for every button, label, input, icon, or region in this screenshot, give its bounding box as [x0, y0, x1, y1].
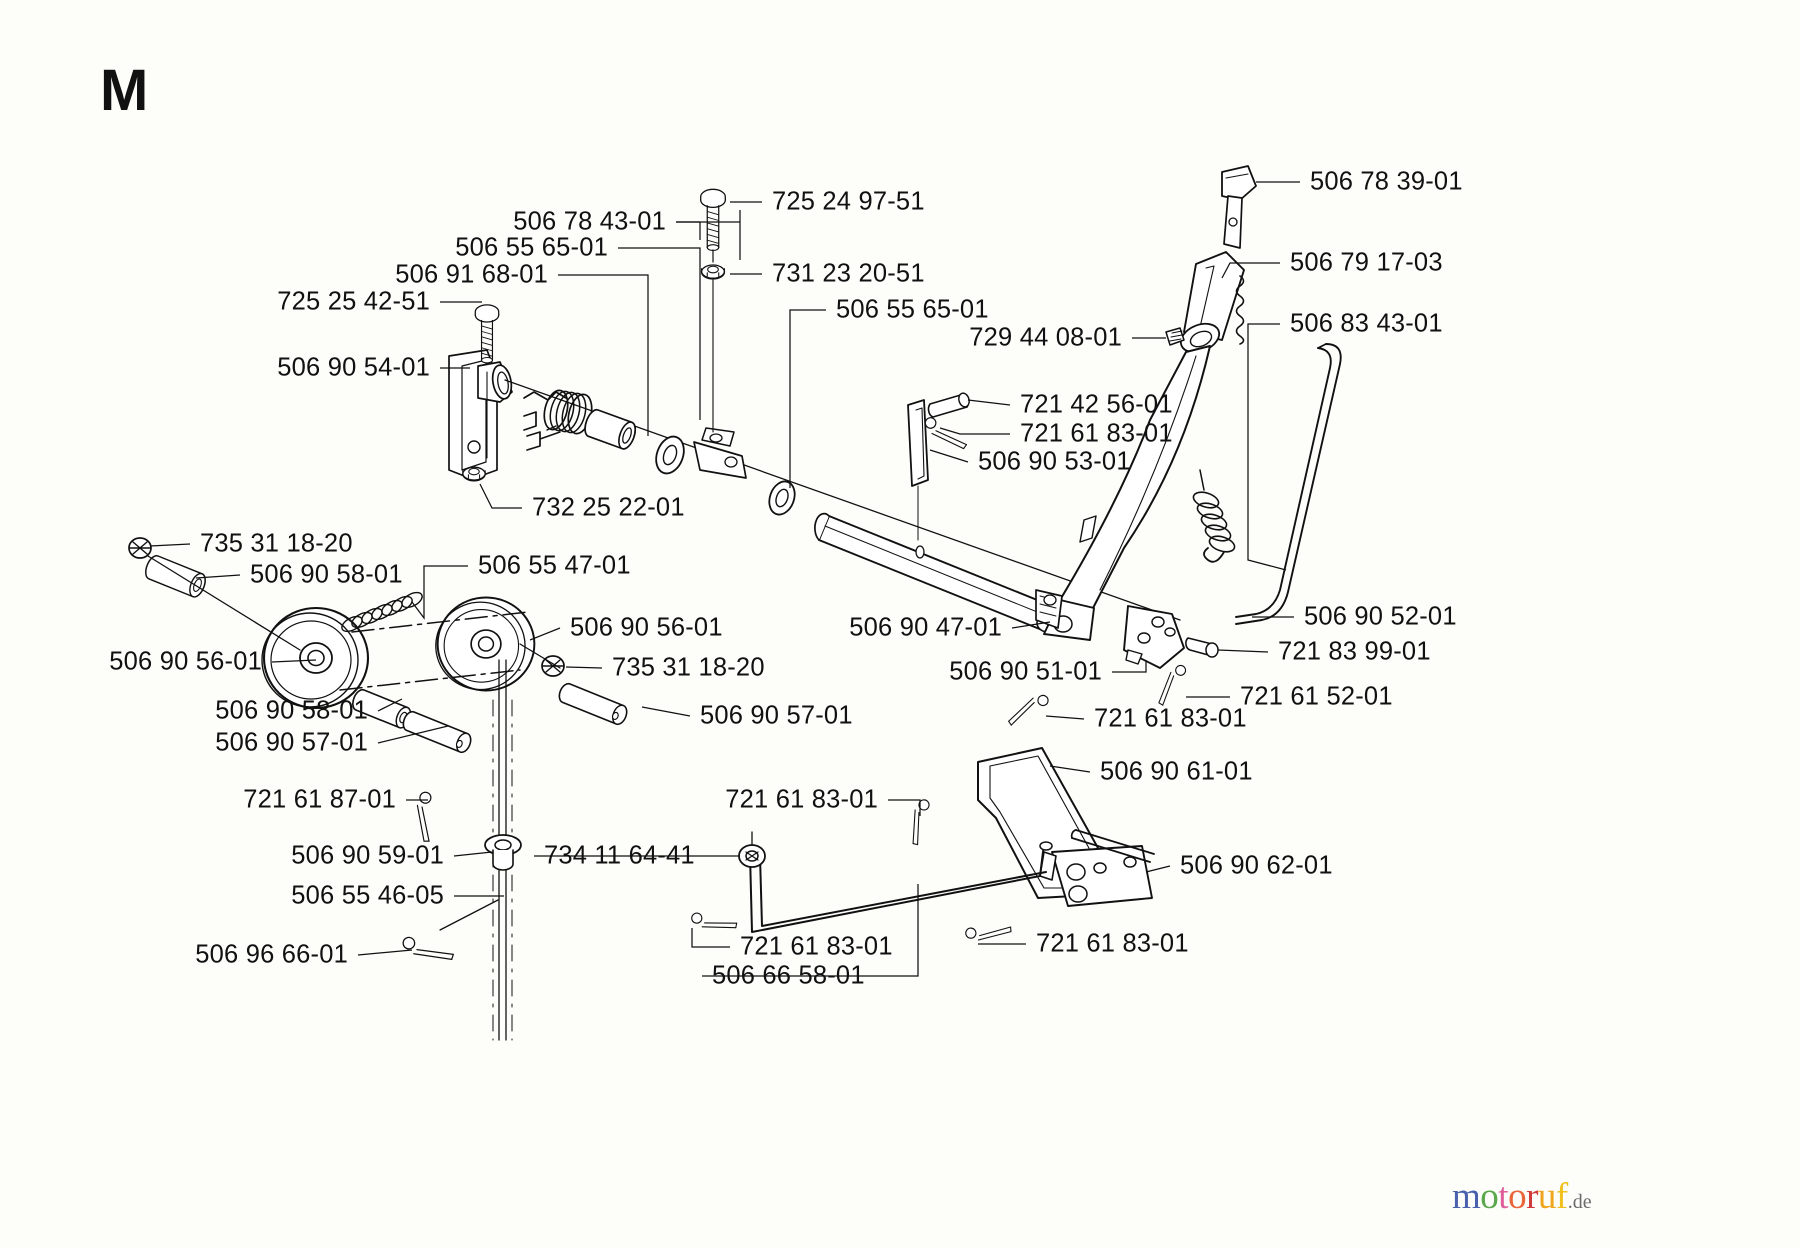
callout-506-90-58-01-b: 506 90 58-01 — [215, 696, 368, 725]
watermark-letter-m: m — [1452, 1176, 1481, 1217]
callout-721-61-83-01-c: 721 61 83-01 — [725, 785, 878, 814]
callout-506-90-56-01-b: 506 90 56-01 — [109, 647, 262, 676]
watermark-letter-o2: o — [1508, 1176, 1527, 1217]
callout-506-90-58-01-a: 506 90 58-01 — [250, 560, 403, 589]
callout-506-83-43-01: 506 83 43-01 — [1290, 309, 1443, 338]
callout-721-61-83-01-d: 721 61 83-01 — [740, 932, 893, 961]
callout-506-90-54-01: 506 90 54-01 — [277, 353, 430, 382]
callout-735-31-18-20-a: 735 31 18-20 — [200, 529, 353, 558]
callout-506-90-59-01: 506 90 59-01 — [291, 841, 444, 870]
callout-506-79-17-03: 506 79 17-03 — [1290, 248, 1443, 277]
callout-725-24-97-51: 725 24 97-51 — [772, 187, 925, 216]
callout-506-55-65-01-b: 506 55 65-01 — [836, 295, 989, 324]
watermark-letter-r: r — [1526, 1176, 1538, 1217]
watermark-tld: .de — [1567, 1191, 1592, 1213]
callout-732-25-22-01: 732 25 22-01 — [532, 493, 685, 522]
callout-506-66-58-01: 506 66 58-01 — [712, 961, 865, 990]
callout-506-90-62-01: 506 90 62-01 — [1180, 851, 1333, 880]
callout-506-90-57-01-b: 506 90 57-01 — [215, 728, 368, 757]
callout-721-61-87-01: 721 61 87-01 — [243, 785, 396, 814]
callout-506-55-46-05: 506 55 46-05 — [291, 881, 444, 910]
callout-506-90-51-01: 506 90 51-01 — [949, 657, 1102, 686]
callout-506-96-66-01: 506 96 66-01 — [195, 940, 348, 969]
callout-506-90-56-01-a: 506 90 56-01 — [570, 613, 723, 642]
callout-506-78-43-01: 506 78 43-01 — [513, 207, 666, 236]
callout-506-90-52-01: 506 90 52-01 — [1304, 602, 1457, 631]
callout-506-90-57-01-a: 506 90 57-01 — [700, 701, 853, 730]
callout-506-90-53-01: 506 90 53-01 — [978, 447, 1131, 476]
watermark-letter-f: f — [1555, 1176, 1568, 1217]
callout-721-61-83-01-a: 721 61 83-01 — [1020, 419, 1173, 448]
callout-506-55-47-01: 506 55 47-01 — [478, 551, 631, 580]
callout-734-11-64-41: 734 11 64-41 — [544, 841, 695, 870]
callout-735-31-18-20-b: 735 31 18-20 — [612, 653, 765, 682]
callout-506-90-47-01: 506 90 47-01 — [849, 613, 1002, 642]
callout-721-83-99-01: 721 83 99-01 — [1278, 637, 1431, 666]
callout-506-91-68-01: 506 91 68-01 — [395, 260, 548, 289]
callout-506-78-39-01: 506 78 39-01 — [1310, 167, 1463, 196]
callout-506-90-61-01: 506 90 61-01 — [1100, 757, 1253, 786]
callout-729-44-08-01: 729 44 08-01 — [969, 323, 1122, 352]
callout-506-55-65-01-a: 506 55 65-01 — [455, 233, 608, 262]
callout-721-61-83-01-e: 721 61 83-01 — [1036, 929, 1189, 958]
motoruf-watermark: motoruf.de — [1452, 1178, 1592, 1215]
watermark-letter-o1: o — [1480, 1176, 1499, 1217]
callout-721-42-56-01: 721 42 56-01 — [1020, 390, 1173, 419]
callout-721-61-83-01-b: 721 61 83-01 — [1094, 704, 1247, 733]
watermark-letter-u: u — [1537, 1176, 1557, 1217]
section-letter: M — [100, 58, 149, 123]
callout-731-23-20-51: 731 23 20-51 — [772, 259, 925, 288]
watermark-letter-t: t — [1498, 1176, 1509, 1217]
callout-721-61-52-01: 721 61 52-01 — [1240, 682, 1393, 711]
callout-725-25-42-51: 725 25 42-51 — [277, 287, 430, 316]
